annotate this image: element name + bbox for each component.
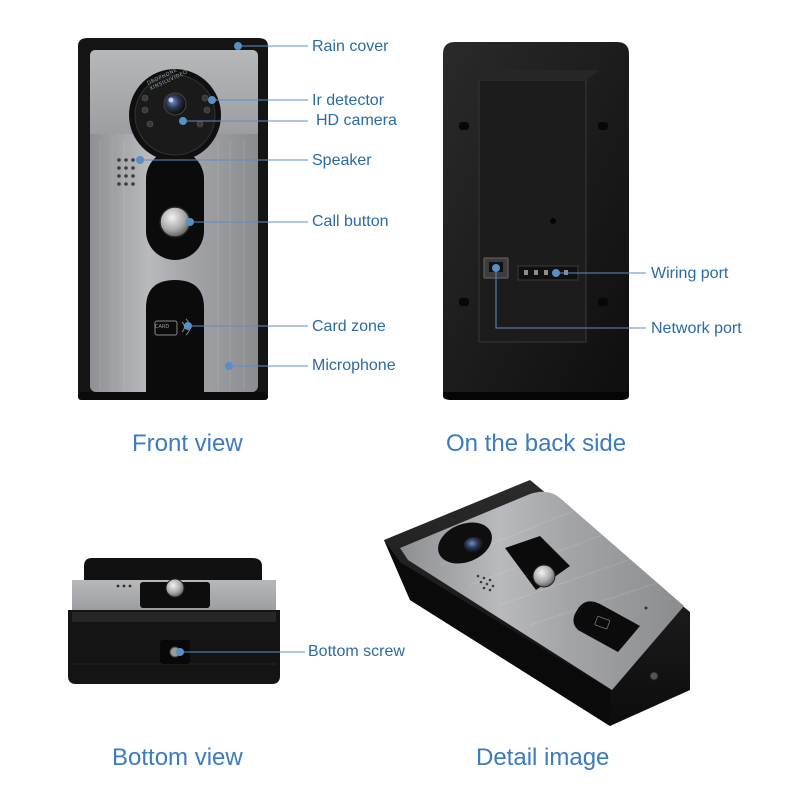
back-view-device bbox=[443, 42, 629, 400]
caption-back-side: On the back side bbox=[446, 430, 627, 457]
card-zone-text: CARD bbox=[155, 324, 170, 330]
front-view-device bbox=[78, 38, 268, 400]
label-speaker: Speaker bbox=[312, 152, 372, 169]
bottom-view-device bbox=[68, 558, 280, 684]
label-call-button: Call button bbox=[312, 213, 389, 230]
front-leader-lines bbox=[136, 42, 308, 370]
back-leader-lines bbox=[492, 264, 646, 329]
label-ir-detector: Ir detector bbox=[312, 92, 385, 109]
caption-detail-image: Detail image bbox=[476, 744, 610, 771]
label-card-zone: Card zone bbox=[312, 318, 386, 335]
label-network-port: Network port bbox=[651, 320, 742, 337]
label-wiring-port: Wiring port bbox=[651, 265, 729, 282]
bottom-leader-lines bbox=[176, 648, 305, 656]
caption-front-view: Front view bbox=[132, 430, 243, 457]
label-hd-camera: HD camera bbox=[316, 112, 397, 129]
label-rain-cover: Rain cover bbox=[312, 38, 389, 55]
detail-image-device bbox=[384, 480, 690, 726]
label-microphone: Microphone bbox=[312, 357, 396, 374]
caption-bottom-view: Bottom view bbox=[112, 744, 243, 771]
label-bottom-screw: Bottom screw bbox=[308, 643, 405, 660]
